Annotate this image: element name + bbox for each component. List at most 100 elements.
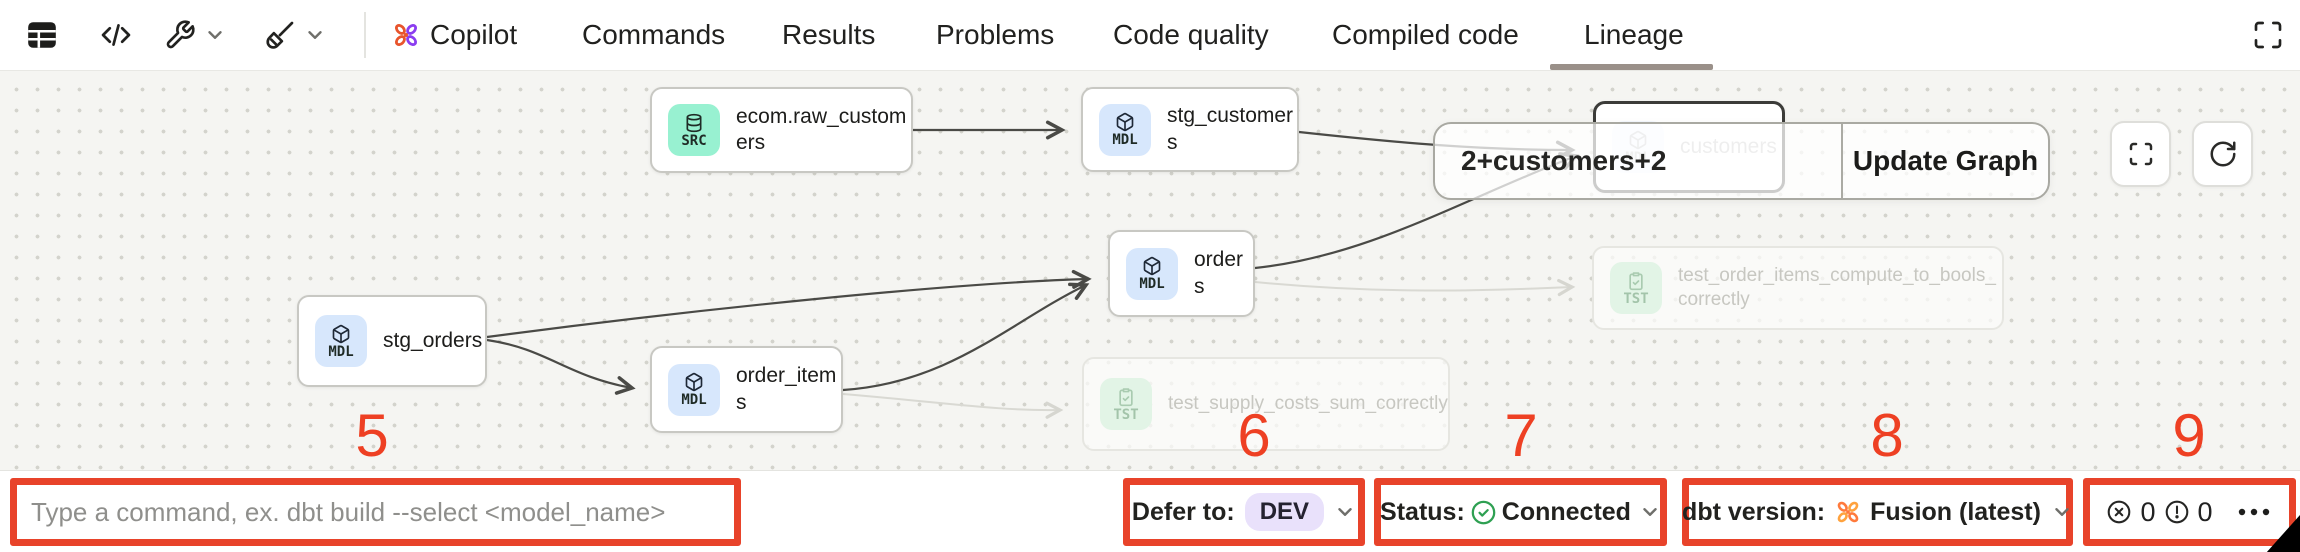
- build-tools-dropdown[interactable]: [204, 24, 226, 46]
- tab-results[interactable]: Results: [782, 0, 875, 70]
- code-view-button[interactable]: [98, 17, 134, 53]
- model-badge: MDL: [1099, 103, 1151, 156]
- version-label: dbt version:: [1682, 497, 1826, 526]
- badge-label: SRC: [681, 132, 707, 149]
- node-stg-customers[interactable]: MDL stg_customers: [1081, 87, 1299, 172]
- test-badge: TST: [1100, 378, 1152, 430]
- tab-lineage[interactable]: Lineage: [1584, 0, 1684, 70]
- annotation-box-status: Status: Connected: [1374, 478, 1667, 546]
- update-graph-button[interactable]: Update Graph: [1852, 145, 2039, 176]
- expand-panel-button[interactable]: [2250, 17, 2286, 53]
- selector-input[interactable]: 2+customers+2: [1461, 145, 1667, 176]
- node-label: ecom.raw_customers: [736, 104, 907, 154]
- graph-fullscreen-button[interactable]: [2110, 121, 2171, 187]
- problem-counts[interactable]: 0 0: [2106, 497, 2272, 528]
- annotation-number-8: 8: [1870, 402, 1904, 469]
- node-label: order_items: [736, 364, 837, 414]
- toolbar-divider: [364, 12, 366, 58]
- fullscreen-icon: [2129, 142, 2152, 166]
- refresh-icon: [2210, 141, 2235, 167]
- node-ecom-raw-customers[interactable]: SRC ecom.raw_customers: [650, 87, 913, 173]
- copilot-icon: [395, 24, 417, 46]
- tab-label: Results: [782, 19, 876, 50]
- defer-to-dropdown[interactable]: Defer to: DEV: [1132, 493, 1356, 531]
- test-badge: TST: [1610, 262, 1662, 314]
- dbt-version-dropdown[interactable]: dbt version: Fusion (latest): [1682, 497, 2073, 527]
- cube-icon: [332, 324, 350, 343]
- node-order-items[interactable]: MDL order_items: [650, 346, 843, 433]
- lineage-graph-canvas[interactable]: SRC ecom.raw_customers MDL stg_customers…: [0, 70, 2300, 470]
- format-button[interactable]: [262, 17, 298, 53]
- graph-refresh-button[interactable]: [2192, 121, 2253, 187]
- tab-copilot[interactable]: Copilot: [390, 0, 517, 70]
- format-dropdown[interactable]: [304, 24, 326, 46]
- node-test-order-items[interactable]: TST test_order_items_compute_to_bools_co…: [1592, 246, 2004, 330]
- tab-commands[interactable]: Commands: [582, 0, 725, 70]
- build-tools-button[interactable]: [162, 17, 198, 53]
- code-icon: [101, 24, 131, 46]
- fullscreen-icon: [2254, 21, 2282, 49]
- node-label: stg_customers: [1167, 104, 1294, 154]
- tab-problems[interactable]: Problems: [936, 0, 1054, 70]
- check-circle-icon: [1471, 500, 1496, 524]
- annotation-number-5: 5: [355, 402, 389, 469]
- node-label: orders: [1194, 248, 1244, 298]
- tab-compiled-code[interactable]: Compiled code: [1332, 0, 1519, 70]
- error-circle-icon: [2108, 500, 2131, 524]
- command-input[interactable]: [29, 495, 713, 529]
- annotation-number-6: 6: [1237, 402, 1271, 469]
- broom-icon: [266, 21, 294, 49]
- tab-label: Lineage: [1584, 19, 1684, 50]
- badge-label: TST: [1113, 406, 1139, 423]
- chevron-down-icon: [208, 31, 222, 39]
- annotation-box-command: [10, 478, 741, 546]
- top-toolbar: Copilot Commands Results Problems Code q…: [0, 0, 2300, 71]
- status-value: Connected: [1501, 497, 1631, 526]
- cube-icon: [685, 372, 703, 392]
- badge-label: MDL: [681, 392, 707, 408]
- status-dropdown[interactable]: Status: Connected: [1380, 498, 1661, 527]
- node-label: test_order_items_compute_to_bools_correc…: [1678, 265, 1996, 310]
- annotation-number-9: 9: [2172, 402, 2206, 469]
- chevron-down-icon: [1338, 508, 1352, 516]
- dbt-fusion-icon: [1837, 501, 1859, 523]
- more-menu-icon[interactable]: [2235, 499, 2273, 525]
- status-label: Status:: [1380, 497, 1465, 526]
- tab-label: Commands: [582, 19, 726, 50]
- tab-code-quality[interactable]: Code quality: [1113, 0, 1269, 70]
- badge-label: TST: [1623, 290, 1649, 307]
- model-badge: MDL: [668, 363, 720, 416]
- annotation-box-problems: 0 0: [2083, 478, 2296, 546]
- active-tab-underline: [1550, 64, 1713, 70]
- version-value: Fusion (latest): [1870, 497, 2041, 526]
- defer-label: Defer to:: [1131, 497, 1235, 526]
- cube-icon: [1143, 256, 1161, 276]
- tab-label: Copilot: [430, 19, 518, 50]
- model-badge: MDL: [1126, 247, 1178, 300]
- node-label: stg_orders: [383, 328, 483, 352]
- source-badge: SRC: [668, 104, 720, 156]
- error-count: 0: [2140, 496, 2156, 527]
- tab-label: Problems: [936, 19, 1055, 50]
- tab-label: Compiled code: [1332, 19, 1519, 50]
- lineage-selector-panel: 2+customers+2 Update Graph: [1433, 122, 2050, 200]
- warning-count: 0: [2197, 496, 2213, 527]
- node-stg-orders[interactable]: MDL stg_orders: [297, 295, 487, 387]
- defer-value-badge: DEV: [1244, 493, 1325, 531]
- chevron-down-icon: [1643, 508, 1657, 516]
- clipboard-check-icon: [1119, 387, 1133, 406]
- clipboard-check-icon: [1629, 271, 1643, 290]
- status-bar: Defer to: DEV Status: Connected dbt vers…: [0, 470, 2300, 552]
- node-test-supply-costs[interactable]: TST test_supply_costs_sum_correctly: [1082, 357, 1450, 451]
- annotation-box-version: dbt version: Fusion (latest): [1682, 478, 2073, 546]
- cube-icon: [1116, 112, 1134, 132]
- node-label: test_supply_costs_sum_correctly: [1168, 393, 1448, 415]
- annotation-number-7: 7: [1504, 402, 1538, 469]
- table-view-button[interactable]: [24, 17, 60, 53]
- node-orders[interactable]: MDL orders: [1108, 230, 1255, 317]
- panel-divider: [1841, 124, 1843, 198]
- badge-label: MDL: [1112, 132, 1138, 148]
- badge-label: MDL: [1139, 276, 1165, 292]
- wrench-icon: [166, 20, 195, 49]
